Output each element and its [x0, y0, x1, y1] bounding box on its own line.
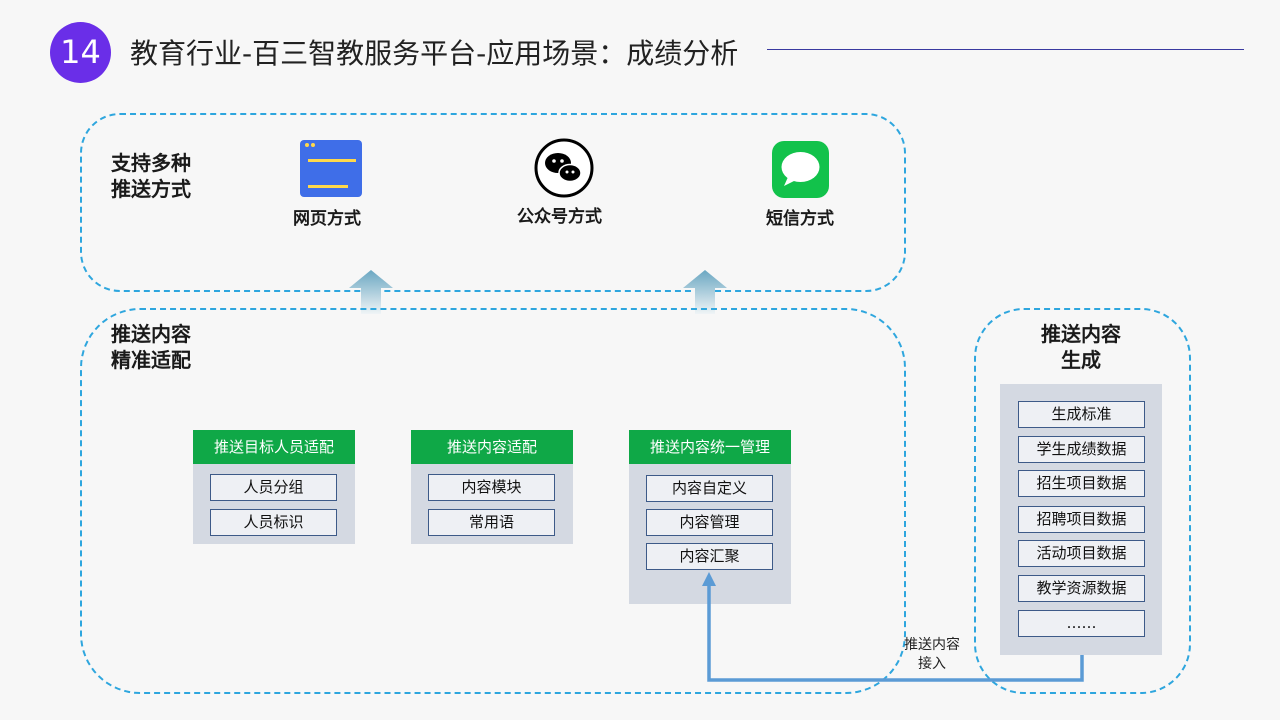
content-management-group: 推送内容统一管理 内容自定义 内容管理 内容汇聚: [629, 430, 791, 604]
group-item[interactable]: 内容模块: [428, 474, 555, 501]
group-header: 推送内容适配: [411, 430, 573, 464]
group-header: 推送内容统一管理: [629, 430, 791, 464]
up-arrow-icon: [349, 270, 393, 314]
push-method-sms-label: 短信方式: [766, 209, 834, 229]
web-page-icon: [300, 140, 362, 197]
content-adapt-group: 推送内容适配 内容模块 常用语: [411, 430, 573, 544]
push-methods-panel: [80, 113, 906, 292]
content-connector-arrow: [698, 570, 1098, 690]
connector-label: 推送内容 接入: [896, 636, 968, 674]
generation-label: 推送内容 生成: [1000, 321, 1162, 373]
up-arrow-icon: [683, 270, 727, 314]
connector-label-line1: 推送内容: [904, 637, 960, 653]
adaptation-panel: [80, 308, 906, 694]
connector-label-line2: 接入: [918, 656, 946, 672]
wechat-icon: [533, 137, 595, 199]
generation-item[interactable]: 教学资源数据: [1018, 575, 1145, 602]
generation-item[interactable]: 招生项目数据: [1018, 470, 1145, 497]
group-item[interactable]: 内容管理: [646, 509, 773, 536]
adaptation-label-line1: 推送内容: [111, 322, 191, 346]
title-divider: [767, 49, 1244, 50]
group-item[interactable]: 内容自定义: [646, 475, 773, 502]
generation-label-line1: 推送内容: [1041, 322, 1121, 346]
generation-item[interactable]: 生成标准: [1018, 401, 1145, 428]
generation-item[interactable]: 招聘项目数据: [1018, 506, 1145, 533]
adaptation-label-line2: 精准适配: [111, 348, 191, 372]
generation-panel: [974, 308, 1191, 694]
slide-number-badge: 14: [50, 22, 111, 83]
sms-message-icon: [772, 141, 829, 198]
generation-item[interactable]: 活动项目数据: [1018, 540, 1145, 567]
group-header: 推送目标人员适配: [193, 430, 355, 464]
generation-label-line2: 生成: [1061, 348, 1101, 372]
generation-item[interactable]: 学生成绩数据: [1018, 436, 1145, 463]
push-method-web-label: 网页方式: [293, 209, 361, 229]
page-title: 教育行业-百三智教服务平台-应用场景：成绩分析: [130, 37, 739, 70]
group-item[interactable]: 常用语: [428, 509, 555, 536]
push-methods-label-line2: 推送方式: [111, 177, 191, 201]
generation-data-box: 生成标准 学生成绩数据 招生项目数据 招聘项目数据 活动项目数据 教学资源数据 …: [1000, 384, 1162, 655]
generation-item[interactable]: ……: [1018, 610, 1145, 637]
group-item[interactable]: 人员分组: [210, 474, 337, 501]
push-methods-label: 支持多种 推送方式: [111, 150, 191, 202]
push-method-wechat-label: 公众号方式: [517, 207, 602, 227]
push-methods-label-line1: 支持多种: [111, 151, 191, 175]
target-person-group: 推送目标人员适配 人员分组 人员标识: [193, 430, 355, 544]
adaptation-label: 推送内容 精准适配: [111, 321, 191, 373]
group-item[interactable]: 人员标识: [210, 509, 337, 536]
group-item[interactable]: 内容汇聚: [646, 543, 773, 570]
